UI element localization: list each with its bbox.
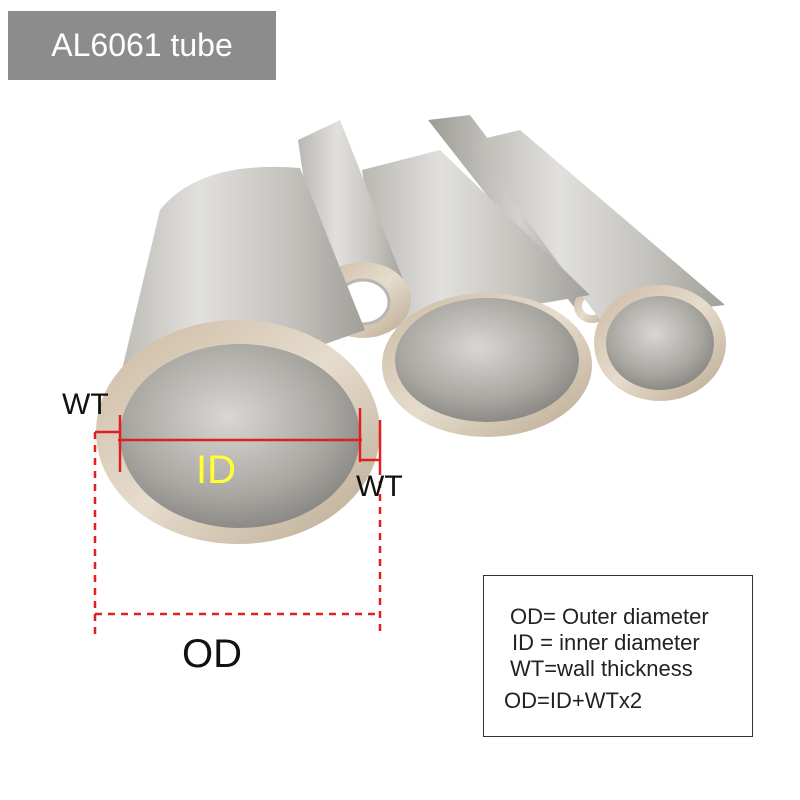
title-badge: AL6061 tube (8, 11, 276, 80)
legend-line-id: ID = inner diameter (512, 630, 700, 655)
legend-box: OD= Outer diameter ID = inner diameter W… (483, 575, 753, 737)
od-label: OD (182, 632, 242, 676)
legend-line-od: OD= Outer diameter (510, 604, 709, 629)
tube-right (470, 130, 726, 401)
wt-right-label: WT (356, 470, 403, 503)
tube-center (362, 150, 592, 437)
tube-large (96, 166, 380, 544)
title-text: AL6061 tube (51, 27, 233, 63)
dimension-lines (93, 408, 382, 638)
legend-line-wt: WT=wall thickness (510, 656, 693, 681)
id-label: ID (196, 448, 236, 492)
legend-line-formula: OD=ID+WTx2 (504, 688, 643, 713)
wt-left-label: WT (62, 388, 109, 421)
